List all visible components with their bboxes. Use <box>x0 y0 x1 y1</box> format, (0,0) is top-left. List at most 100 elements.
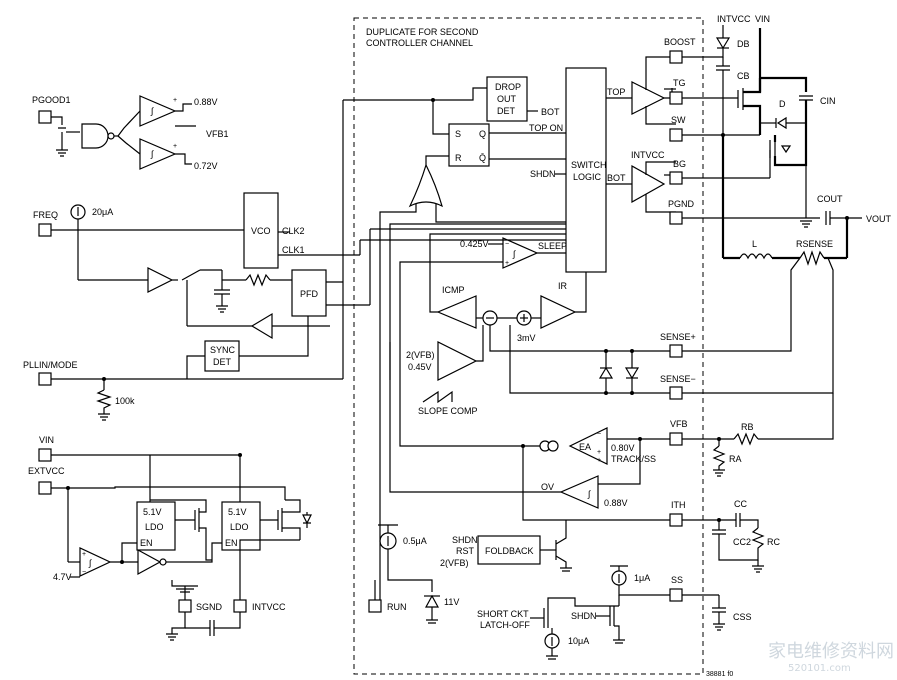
ss-discharge-fet <box>609 606 615 626</box>
vin-left-pin <box>38 448 52 462</box>
resistor-rb <box>733 432 759 446</box>
svg-text:+: + <box>82 551 86 558</box>
sense-plus-pin <box>669 344 683 358</box>
comp-resistor-rc <box>751 527 765 552</box>
uv-comparator <box>139 138 177 170</box>
duplicate-region-border <box>353 17 704 675</box>
ldo1-pass-fet <box>194 508 200 532</box>
icmp-comparator <box>436 295 477 329</box>
vco-block <box>243 192 279 269</box>
duplicate-title-1: DUPLICATE FOR SECOND <box>366 27 479 37</box>
freq-label: FREQ <box>33 210 58 220</box>
sync-det-line1: SYNC <box>210 345 236 355</box>
vout-label: VOUT <box>866 214 892 224</box>
vfb3-label: 2(VFB) <box>440 558 469 568</box>
sleep-comparator <box>502 237 539 269</box>
bot1-label: BOT <box>541 107 560 117</box>
ldo2-line1: 5.1V <box>228 507 247 517</box>
v0425-label: 0.425V <box>460 239 489 249</box>
ir-comparator <box>540 295 577 329</box>
svg-text:∫: ∫ <box>512 249 517 259</box>
bottom-mosfet <box>769 140 776 158</box>
v088-bot-label: 0.88V <box>604 498 628 508</box>
cb-label: CB <box>737 71 750 81</box>
vfb-pin <box>669 432 683 446</box>
vfb2-label: 2(VFB) <box>406 350 435 360</box>
ldo2-block <box>221 501 261 551</box>
svg-text:+: + <box>173 97 177 104</box>
tg-pin <box>669 91 683 105</box>
v47-label: 4.7V <box>53 572 72 582</box>
freq-pin <box>38 223 52 237</box>
boost-pin <box>669 50 683 64</box>
output-cap-cout <box>825 211 831 225</box>
slope-comp-ramp <box>422 390 453 404</box>
ldo1-line2: LDO <box>145 522 164 532</box>
ea-label: EA <box>579 442 591 452</box>
sense-resistor <box>799 250 825 266</box>
pfd-block <box>291 269 327 317</box>
cout-label: COUT <box>817 194 843 204</box>
ith-pin <box>669 513 683 527</box>
freq-buffer <box>147 267 174 293</box>
vco-label: VCO <box>251 226 271 236</box>
ldo1-line1: 5.1V <box>143 507 162 517</box>
ldo1-block <box>136 501 176 551</box>
ir-label: IR <box>558 281 568 291</box>
ss-pin <box>669 588 683 602</box>
svg-text:+: + <box>173 143 177 150</box>
extvcc-comparator <box>79 547 112 577</box>
loop-filter-resistor <box>245 273 271 287</box>
ra-label: RA <box>729 454 742 464</box>
pfd-label: PFD <box>300 289 319 299</box>
sgnd-pin <box>178 599 192 613</box>
intvcc-decoupling-cap <box>209 620 215 636</box>
ldo1-line3: EN <box>140 538 153 548</box>
cin-label: CIN <box>820 96 836 106</box>
top-gate-driver <box>631 81 666 115</box>
body-diode <box>302 514 312 525</box>
v072-label: 0.72V <box>194 161 218 171</box>
sense-plus-label: SENSE+ <box>660 332 696 342</box>
sr-latch <box>448 123 490 167</box>
input-cap-cin <box>799 95 813 101</box>
bottom-gate-driver <box>631 164 666 204</box>
drop-out-det-block <box>486 76 528 122</box>
svg-text:−: − <box>82 569 86 576</box>
switch-logic-line1: SWITCH <box>571 160 607 170</box>
pgood-nmos <box>56 127 68 157</box>
short-ckt-label: SHORT CKT <box>477 609 529 619</box>
vin-top-label: VIN <box>755 14 770 24</box>
switch-logic-block <box>565 67 607 273</box>
ss-cap-css <box>712 607 726 613</box>
resistor-ra <box>712 445 726 470</box>
pgnd-pin <box>669 211 683 225</box>
extvcc-label: EXTVCC <box>28 466 65 476</box>
shdn1-label: SHDN <box>530 169 556 179</box>
cc-label: CC <box>734 499 747 509</box>
inductor-l <box>739 253 773 260</box>
latch-off-fet <box>543 608 549 628</box>
clamp-diode-2 <box>624 367 640 380</box>
resistor-100k <box>96 389 112 414</box>
v080-label: 0.80V <box>611 443 635 453</box>
sense-minus-pin <box>669 386 683 400</box>
i05ua-label: 0.5μA <box>403 536 427 546</box>
track-ss-label: TRACK/SS <box>611 454 656 464</box>
svg-text:+: + <box>505 260 509 267</box>
zener-11v <box>424 594 440 608</box>
icmp-label: ICMP <box>442 285 465 295</box>
svg-text:∫: ∫ <box>150 106 155 116</box>
svg-text:−: − <box>597 431 601 438</box>
rc-label: RC <box>767 537 780 547</box>
svg-text:Q: Q <box>479 129 486 139</box>
run-label: RUN <box>387 602 407 612</box>
pgnd-label: PGND <box>668 199 695 209</box>
sgnd-label: SGND <box>196 602 223 612</box>
top-label: TOP <box>607 87 625 97</box>
bg-pin <box>669 171 683 185</box>
top-mosfet <box>737 88 744 110</box>
v11-label: 11V <box>444 597 459 607</box>
sw-label: SW <box>671 115 686 125</box>
boost-diode-db <box>715 37 731 50</box>
